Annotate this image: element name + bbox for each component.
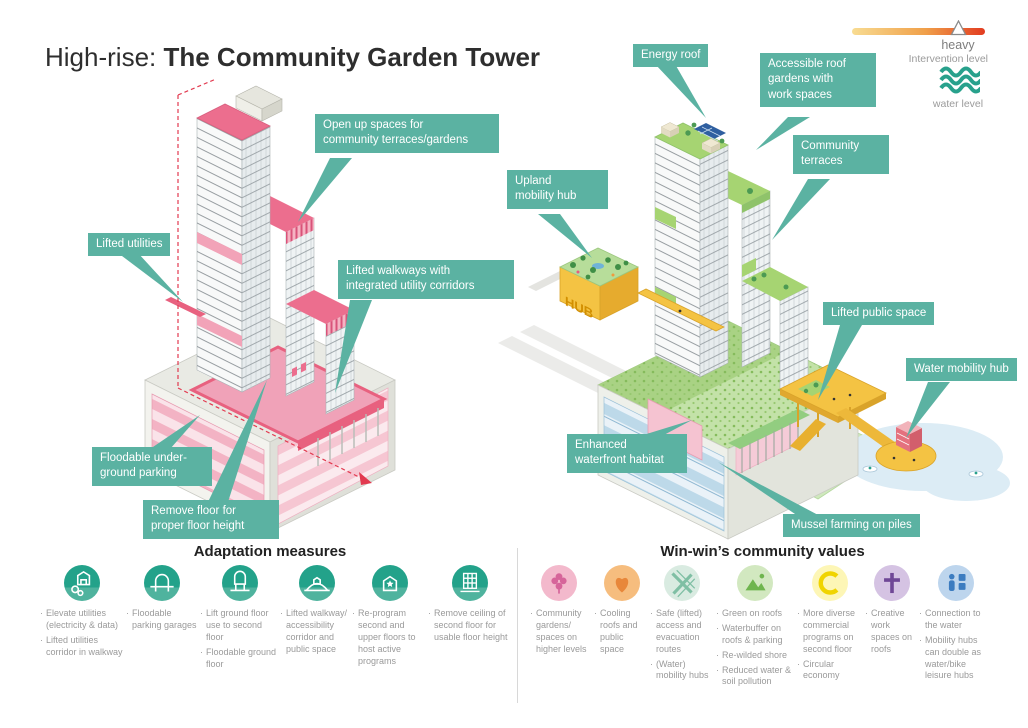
community-gardens-icon [541,565,577,601]
walkway-bridge [637,288,725,332]
callout-upland-mobility-hub: Upland mobility hub [507,170,608,209]
adaptation-column: Lifted walkway/ accessibility corridor a… [280,565,354,659]
bullet: Safe (lifted) access and evacuation rout… [650,608,714,656]
bullet: (Water) mobility hubs [650,659,714,683]
water-mobility-hub-island [862,421,984,478]
bullet: Lifted utilities corridor in walkway [40,635,124,659]
values-column: Safe (lifted) access and evacuation rout… [650,565,714,685]
callout-lifted-public-space: Lifted public space [823,302,935,326]
commercial-programs-icon [812,565,848,601]
bullet: Re-program second and upper floors to ho… [352,608,428,667]
adaptation-column: Floodable parking garages [126,565,198,635]
section-divider [517,548,518,703]
reprogram-floors-icon [372,565,408,601]
bullet: Floodable ground floor [200,647,280,671]
green-roofs-icon [737,565,773,601]
creative-work-icon [874,565,910,601]
values-column: Creative work spaces on roofs [865,565,919,659]
intervention-level-caption: Intervention level [908,53,988,65]
elevate-utilities-icon [64,565,100,601]
cooling-roofs-icon [604,565,640,601]
bullet: Remove ceiling of second floor for usabl… [428,608,512,644]
remove-ceiling-icon [452,565,488,601]
values-column: Green on roofs Waterbuffer on roofs & pa… [716,565,794,691]
intervention-gradient-bar [852,28,985,35]
lifted-walkway-icon [299,565,335,601]
callout-enhanced-waterfront: Enhanced waterfront habitat [567,434,687,473]
adaptation-column: Elevate utilities (electricity & data) L… [40,565,124,662]
callout-remove-floor: Remove floor for proper floor height [143,500,279,539]
title-prefix: High-rise: [45,42,164,72]
adaptation-column: Lift ground floor use to second floor Fl… [200,565,280,673]
callout-lifted-walkways: Lifted walkways with integrated utility … [338,260,514,299]
ramp-to-water [836,408,902,453]
community-values-header: Win-win’s community values [660,543,865,560]
bullet: Mobility hubs can double as water/bike l… [919,635,993,683]
adaptation-column: Re-program second and upper floors to ho… [352,565,428,670]
bullet: More diverse commercial programs on seco… [797,608,863,656]
pocket-garden [655,207,676,229]
bullet: Reduced water & soil pollution [716,665,794,689]
callout-water-mobility-hub: Water mobility hub [906,358,1017,382]
safe-access-icon [664,565,700,601]
intervention-marker-icon [950,20,967,36]
bullet: Connection to the water [919,608,993,632]
callout-lifted-utilities: Lifted utilities [88,233,171,257]
community-values-building-illustration: HUB [498,122,1010,540]
water-level-caption: water level [932,98,984,110]
adaptation-column: Remove ceiling of second floor for usabl… [428,565,512,647]
water-connection-icon [938,565,974,601]
bullet: Floodable parking garages [126,608,198,632]
lifted-walkway-band [197,232,242,265]
bullet: Community gardens/ spaces on higher leve… [530,608,588,656]
bullet: Lifted walkway/ accessibility corridor a… [280,608,354,656]
bullet: Green on roofs [716,608,794,620]
callout-floodable-parking: Floodable under- ground parking [92,447,212,486]
callout-open-up-spaces: Open up spaces for community terraces/ga… [315,114,499,153]
water-level-icon [939,66,980,94]
values-column: Connection to the water Mobility hubs ca… [919,565,993,685]
values-column: More diverse commercial programs on seco… [797,565,863,685]
lifted-utilities-stub [165,297,206,317]
intervention-level-value: heavy [941,38,975,52]
adaptation-building-illustration [144,78,396,533]
bullet: Circular economy [797,659,863,683]
red-dashed-path [177,78,372,485]
bullet: Lift ground floor use to second floor [200,608,280,644]
adaptation-measures-header: Adaptation measures [193,543,347,560]
bullet: Elevate utilities (electricity & data) [40,608,124,632]
callout-community-terraces: Community terraces [793,135,889,174]
page-title: High-rise: The Community Garden Tower [45,42,540,73]
bullet: Creative work spaces on roofs [865,608,919,656]
lift-ground-floor-icon [222,565,258,601]
bullet: Waterbuffer on roofs & parking [716,623,794,647]
values-column: Cooling roofs and public space [594,565,650,659]
pink-roof [196,103,271,141]
values-column: Community gardens/ spaces on higher leve… [530,565,588,659]
title-main: The Community Garden Tower [163,42,541,72]
callout-accessible-roof-gardens: Accessible roof gardens with work spaces [760,53,876,108]
floodable-garage-icon [144,565,180,601]
callout-energy-roof: Energy roof [633,44,709,68]
bullet: Re-wilded shore [716,650,794,662]
callout-mussel-farming: Mussel farming on piles [783,514,920,538]
lifted-public-space-platform [779,364,902,453]
bullet: Cooling roofs and public space [594,608,650,656]
tower [165,85,355,415]
